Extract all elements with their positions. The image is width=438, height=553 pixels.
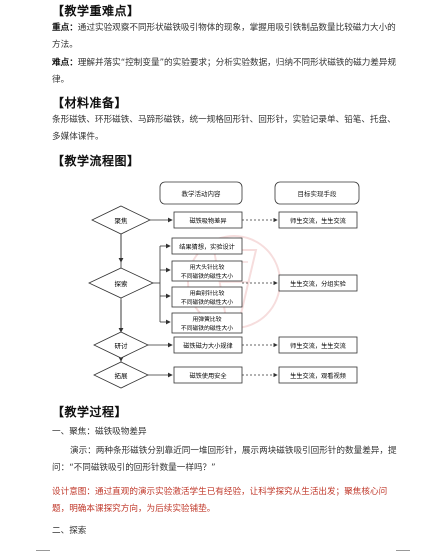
activity-box-4 [171, 286, 243, 308]
goal-box-2 [278, 274, 358, 292]
materials-paragraph: 条形磁铁、环形磁铁、马蹄形磁铁，统一规格回形针、回形针，实验记录单、铅笔、托盘、… [52, 115, 396, 142]
stage-label-focus: 聚焦 [115, 216, 129, 225]
focus-text: 通过实验观察不同形状磁铁吸引物体的现象，掌握用吸引铁制品数量比较磁力大小的方法。 [52, 23, 396, 50]
activity-text-3a: 用大头针比较 [190, 263, 225, 271]
goal-text-4: 生生交流，观看视频 [290, 372, 346, 380]
col-header-activity: 教学活动内容 [182, 189, 222, 198]
activity-box-2 [171, 237, 243, 255]
step1-title: 一、聚焦：磁铁吸物差异 [52, 427, 147, 437]
difficulty-paragraph: 难点：理解并落实“控制变量”的实验要求；分析实验数据，归纳不同形状磁铁的磁力差异… [52, 55, 397, 89]
heading-flowchart: 【教学流程图】 [52, 154, 140, 168]
stage-diamond-focus [91, 205, 151, 235]
goal-box-4 [278, 366, 358, 384]
design-intent-paragraph: 设计意图：通过直观的演示实验激活学生已有经验，让科学探究从生活出发；聚焦核心问题… [52, 487, 388, 514]
page-corner-left [36, 550, 50, 551]
goal-box-3 [278, 336, 358, 354]
activity-text-1: 磁铁吸物差异 [189, 217, 226, 225]
activity-text-6: 磁铁磁力大小规律 [183, 342, 233, 350]
page-corner-right [396, 550, 410, 551]
goal-box-1 [278, 211, 358, 229]
stage-label-explore: 探索 [115, 279, 129, 288]
activity-box-5 [171, 312, 243, 334]
activity-text-3b: 不同磁铁的磁性大小 [181, 272, 233, 280]
activity-text-5b: 不同磁铁的磁性大小 [181, 324, 233, 332]
stage-label-extend: 拓展 [115, 371, 129, 380]
col-header-goal: 目标实现手段 [298, 189, 338, 198]
activity-text-7: 磁铁使用安全 [189, 372, 227, 380]
stage-diamond-extend [93, 361, 149, 389]
activity-text-2: 结果猜想，实验设计 [179, 243, 235, 251]
focus-paragraph: 重点：通过实验观察不同形状磁铁吸引物体的现象，掌握用吸引铁制品数量比较磁力大小的… [52, 20, 397, 54]
activity-box-3 [171, 260, 243, 282]
focus-label: 重点： [52, 23, 78, 33]
stage-diamond-explore [88, 267, 154, 299]
demo-paragraph: 演示：两种条形磁铁分别靠近同一堆回形针，展示两块磁铁吸引回形针的数量差异，提问：… [52, 446, 397, 473]
activity-text-4b: 不同磁铁的磁性大小 [181, 298, 233, 306]
activity-text-5a: 用弹簧比较 [193, 315, 222, 323]
difficulty-label: 难点： [52, 58, 78, 68]
goal-text-3: 师生交流，生生交流 [290, 342, 346, 350]
activity-text-4a: 用曲别针比较 [190, 289, 225, 297]
heading-materials: 【材料准备】 [52, 96, 128, 110]
difficulty-text: 理解并落实“控制变量”的实验要求；分析实验数据，归纳不同形状磁铁的磁力差异规律。 [52, 58, 397, 85]
col-header-activity-box [159, 181, 243, 205]
goal-text-1: 师生交流，生生交流 [290, 217, 346, 225]
heading-process: 【教学过程】 [52, 405, 128, 419]
goal-text-2: 生生交流，分组实验 [290, 280, 346, 288]
step2-title: 二、探索 [52, 526, 87, 536]
heading-key-points: 【教学重难点】 [52, 4, 140, 18]
stage-label-discuss: 研讨 [115, 341, 129, 350]
stage-diamond-discuss [93, 331, 149, 359]
col-header-goal-box [274, 181, 360, 205]
